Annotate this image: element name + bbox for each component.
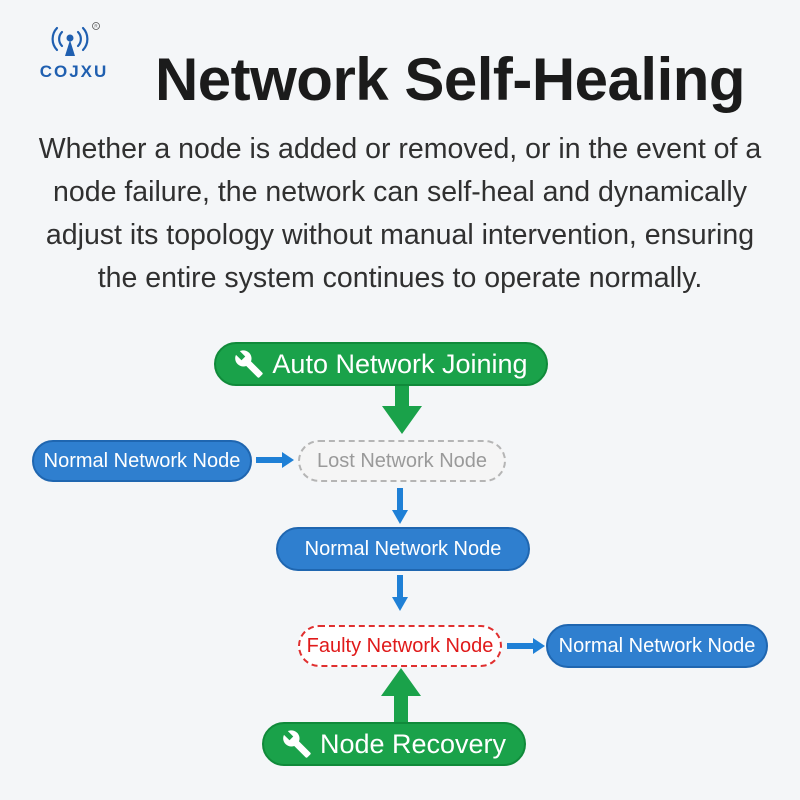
node-label: Normal Network Node <box>304 537 502 560</box>
description: Whether a node is added or removed, or i… <box>20 128 780 300</box>
wrench-icon <box>235 350 264 378</box>
node-recovery-text: Node Recovery <box>319 728 507 759</box>
blue-down-arrow <box>392 488 408 524</box>
svg-text:R: R <box>94 24 98 29</box>
page-title: Network Self-Healing <box>154 46 746 113</box>
brand-logo: R COJXU <box>22 22 122 86</box>
node-label: Faulty Network Node <box>306 634 494 657</box>
description-line: Whether a node is added or removed, or i… <box>38 133 762 165</box>
lost-network-node: Lost Network Node <box>298 440 506 482</box>
auto-network-joining-label: Auto Network Joining <box>214 342 548 386</box>
description-line: node failure, the network can self-heal … <box>53 176 747 208</box>
faulty-network-node: Faulty Network Node <box>298 625 502 667</box>
blue-right-arrow <box>256 452 294 468</box>
normal-network-node: Normal Network Node <box>276 527 530 571</box>
node-label: Normal Network Node <box>43 449 241 472</box>
green-down-arrow <box>382 384 422 434</box>
node-label: Normal Network Node <box>558 634 756 657</box>
description-line: adjust its topology without manual inter… <box>45 219 755 251</box>
normal-network-node: Normal Network Node <box>32 440 252 482</box>
brand-name: COJXU <box>39 62 109 81</box>
green-up-arrow <box>381 668 421 724</box>
wireless-antenna-icon: R <box>51 22 100 56</box>
normal-network-node: Normal Network Node <box>546 624 768 668</box>
node-label: Lost Network Node <box>316 449 488 472</box>
node-recovery-label: Node Recovery <box>262 722 526 766</box>
wrench-icon <box>283 730 311 758</box>
blue-down-arrow <box>392 575 408 611</box>
blue-right-arrow <box>507 638 545 654</box>
description-line: the entire system continues to operate n… <box>97 262 703 294</box>
auto-network-joining-text: Auto Network Joining <box>272 348 528 379</box>
